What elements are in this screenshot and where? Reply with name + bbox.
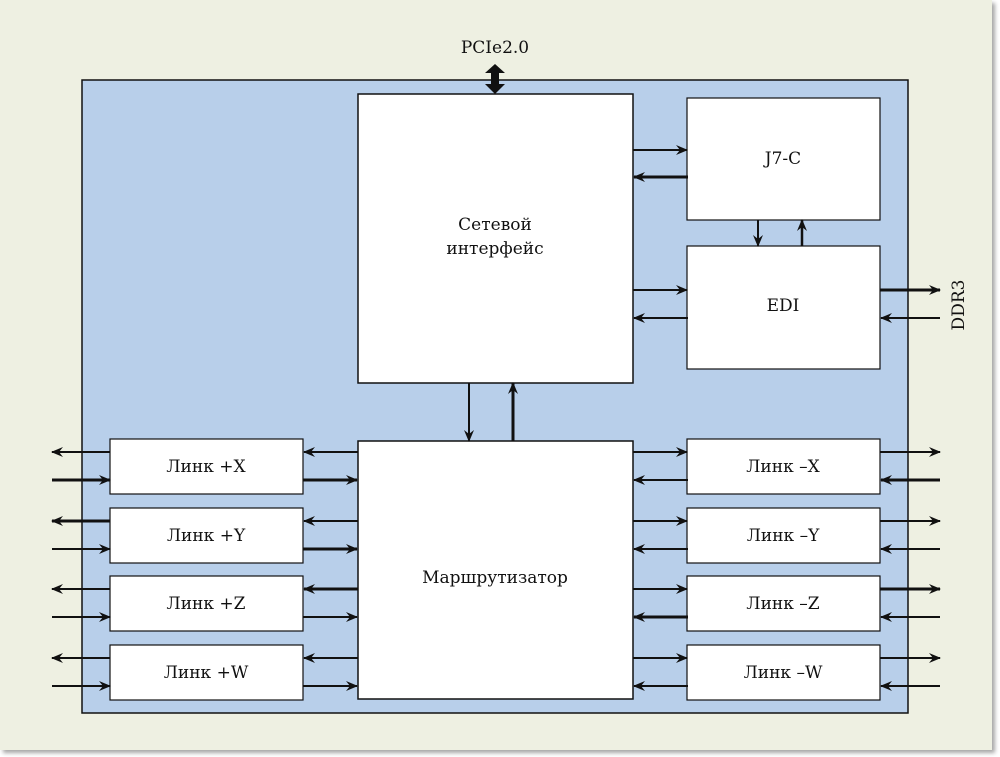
link-minus-z-block <box>686 575 881 632</box>
router-block <box>357 440 634 700</box>
link-plus-x-label: Линк +X <box>166 457 246 477</box>
link-minus-x-block <box>686 438 881 495</box>
link-plus-w-label: Линк +W <box>164 663 249 683</box>
pcie-bidirectional-arrow <box>485 64 505 94</box>
link-minus-x-label: Линк –X <box>746 457 820 477</box>
edi-block <box>686 245 881 370</box>
link-minus-y-block <box>686 507 881 564</box>
link-plus-x-block <box>109 438 304 495</box>
link-minus-z-label: Линк –Z <box>746 594 819 614</box>
link-plus-w-block <box>109 644 304 701</box>
link-minus-w-label: Линк –W <box>744 663 823 683</box>
network-interface-label-line2: интерфейс <box>446 239 543 259</box>
ddr3-label: DDR3 <box>949 280 969 331</box>
network-interface-label-line1: Сетевой <box>458 215 532 235</box>
network-interface-block <box>357 93 634 384</box>
link-plus-z-label: Линк +Z <box>167 594 246 614</box>
link-plus-y-label: Линк +Y <box>167 526 246 546</box>
edi-label: EDI <box>767 296 800 316</box>
link-minus-w-block <box>686 644 881 701</box>
router-label: Маршрутизатор <box>422 568 568 588</box>
link-minus-y-label: Линк –Y <box>747 526 820 546</box>
link-plus-y-block <box>109 507 304 564</box>
j7c-label: J7-C <box>763 149 801 169</box>
j7c-block <box>686 97 881 221</box>
pcie-label: PCIe2.0 <box>461 38 529 58</box>
link-plus-z-block <box>109 575 304 632</box>
